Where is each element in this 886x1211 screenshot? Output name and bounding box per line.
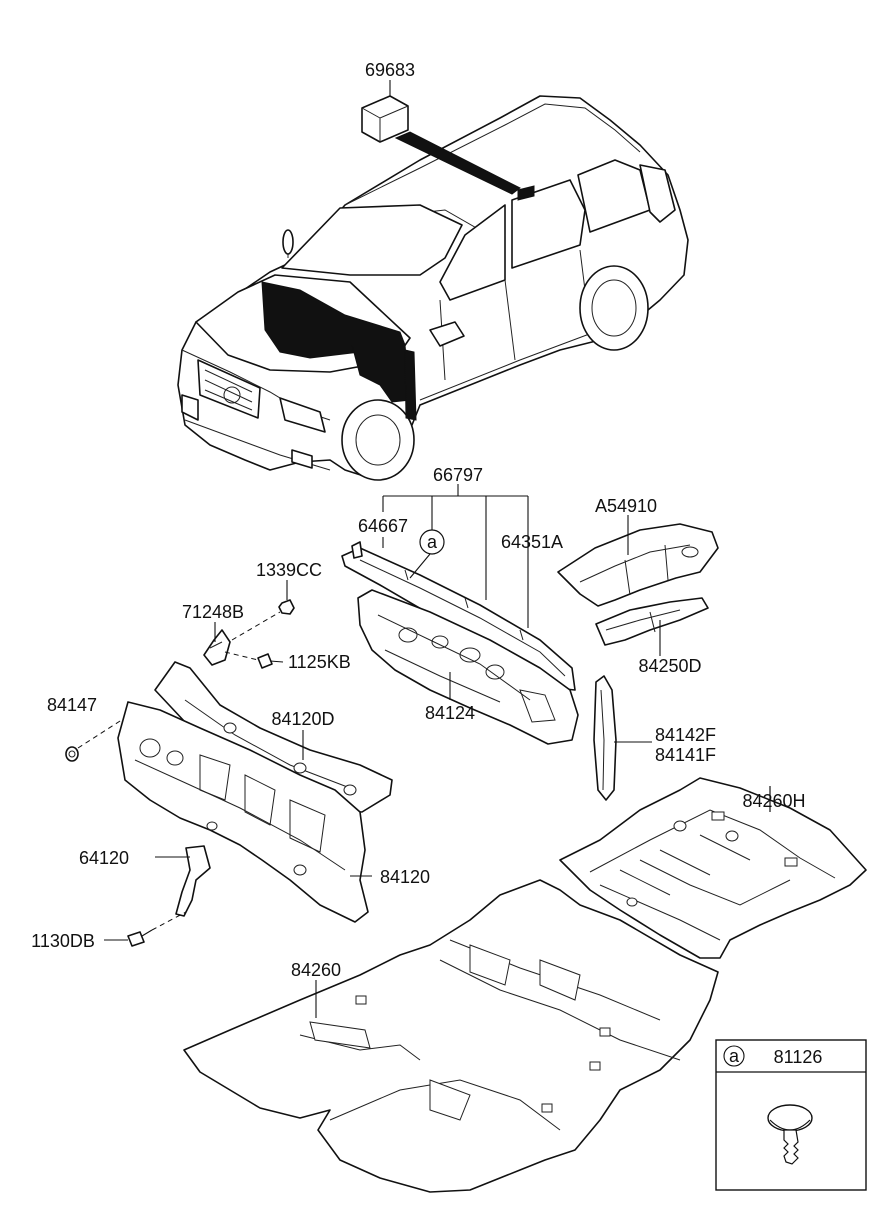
part-A54910-cover — [557, 523, 719, 607]
part-1339CC-nut — [278, 599, 295, 615]
label-66797: 66797 — [433, 465, 483, 485]
part-84260H-rear-carpet — [559, 777, 867, 959]
part-84120-dash-pad — [117, 701, 369, 923]
label-1130DB: 1130DB — [31, 931, 95, 951]
label-84260H: 84260H — [742, 791, 805, 811]
legend-part-number: 81126 — [774, 1047, 823, 1067]
label-84250D: 84250D — [638, 656, 701, 676]
part-84142F-trim — [593, 675, 617, 801]
label-84124: 84124 — [425, 703, 475, 723]
part-84124-panel — [357, 589, 579, 745]
leader-lines — [104, 484, 771, 1018]
label-69683: 69683 — [365, 60, 415, 80]
clip-81126-icon — [767, 1104, 813, 1165]
label-1339CC: 1339CC — [256, 560, 322, 580]
part-84147-grommet — [65, 746, 79, 762]
legend-box: a 81126 — [715, 1039, 867, 1191]
callout-a-marker: a — [419, 529, 445, 555]
part-1130DB-bolt — [127, 929, 153, 947]
label-84120: 84120 — [380, 867, 430, 887]
label-64351A: 64351A — [501, 532, 563, 552]
part-84260-floor-carpet — [183, 879, 719, 1193]
label-84120D: 84120D — [271, 709, 334, 729]
label-71248B: 71248B — [182, 602, 244, 622]
label-84260: 84260 — [291, 960, 341, 980]
label-84147: 84147 — [47, 695, 97, 715]
part-71248B-bracket — [203, 629, 231, 666]
vehicle-illustration — [177, 95, 689, 481]
part-84250D-pad — [595, 597, 709, 646]
part-1125KB-bolt — [257, 653, 284, 669]
label-84142F: 84142F — [655, 725, 716, 745]
label-A54910: A54910 — [595, 496, 657, 516]
label-64667: 64667 — [358, 516, 408, 536]
part-labels: 69683 66797 64667 64351A A54910 1339CC 7… — [31, 60, 805, 980]
part-69683-pad — [361, 80, 521, 195]
callout-a-text: a — [427, 532, 438, 552]
label-64120: 64120 — [79, 848, 129, 868]
label-84141F: 84141F — [655, 745, 716, 765]
legend-marker: a — [729, 1046, 740, 1066]
label-1125KB: 1125KB — [288, 652, 351, 672]
part-64120-bracket — [175, 845, 211, 917]
